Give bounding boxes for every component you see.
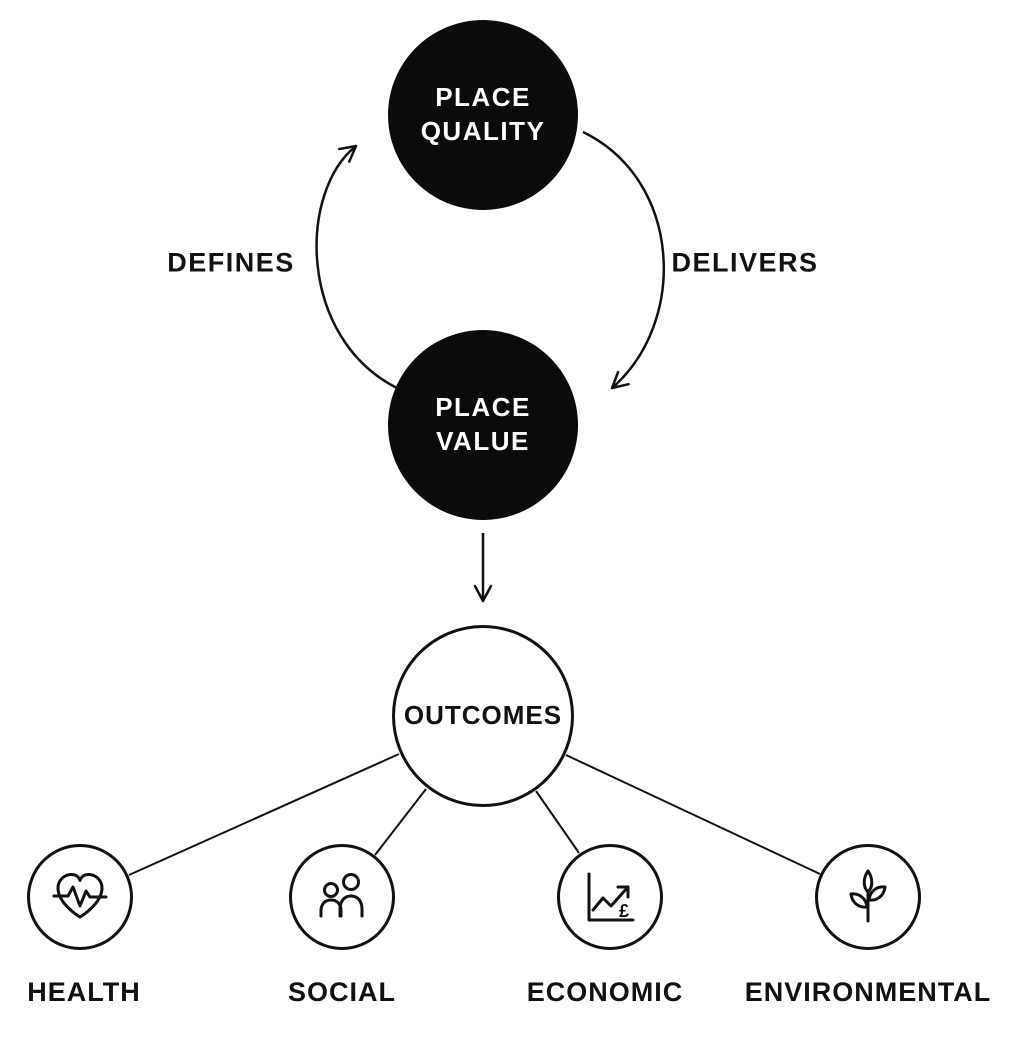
- environmental-label: ENVIRONMENTAL: [744, 977, 992, 1007]
- outcomes-node: OUTCOMES: [392, 625, 574, 807]
- plant-icon: [849, 869, 887, 923]
- outcomes-to-environmental-line: [565, 754, 821, 875]
- place-quality-node: PLACE QUALITY: [388, 20, 578, 210]
- place-value-line2: VALUE: [436, 426, 530, 456]
- heart-pulse-icon: [52, 873, 108, 919]
- health-label: HEALTH: [27, 977, 141, 1007]
- health-circle: [27, 844, 133, 950]
- delivers-arc-arrow: [582, 130, 665, 390]
- outcomes-to-health-line: [128, 753, 400, 876]
- place-value-line1: PLACE: [435, 392, 531, 423]
- economic-label: ECONOMIC: [526, 977, 684, 1007]
- growth-chart-pound-icon: £: [587, 872, 635, 922]
- environmental-circle: [815, 844, 921, 950]
- social-label: SOCIAL: [287, 977, 397, 1007]
- defines-label: DEFINES: [167, 247, 295, 278]
- economic-circle: £: [557, 844, 663, 950]
- delivers-label: DELIVERS: [671, 247, 819, 278]
- outcomes-to-economic-line: [535, 790, 580, 854]
- defines-arc-arrow: [315, 144, 398, 390]
- place-value-node: PLACE VALUE: [388, 330, 578, 520]
- people-icon: [319, 873, 364, 918]
- place-quality-line1: PLACE: [435, 82, 531, 113]
- outcomes-to-social-line: [374, 788, 427, 856]
- social-circle: [289, 844, 395, 950]
- place-quality-line2: QUALITY: [420, 116, 546, 146]
- outcomes-label: OUTCOMES: [403, 700, 563, 731]
- pound-symbol: £: [619, 901, 629, 921]
